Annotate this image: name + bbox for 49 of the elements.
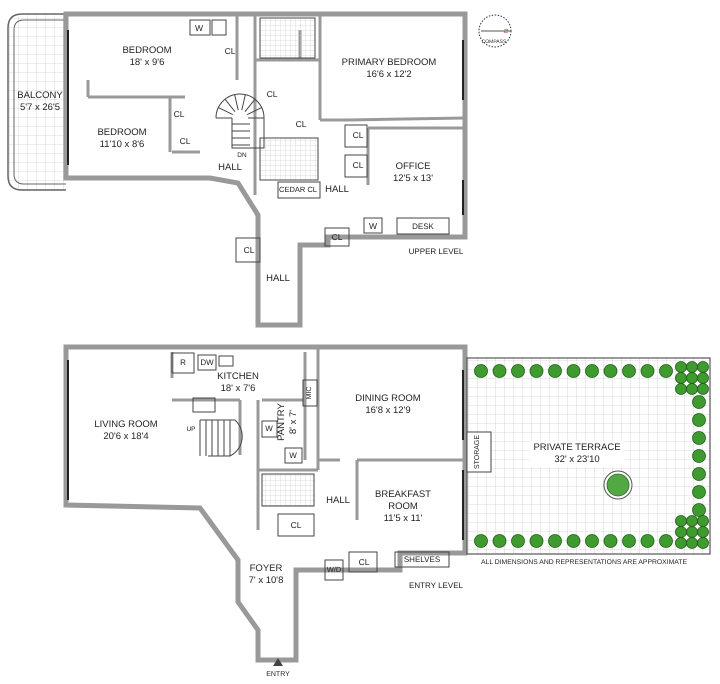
closet-label: CL	[332, 232, 342, 242]
room-dimensions: 11'10 x 8'6	[98, 139, 146, 151]
closet-label: CL	[266, 89, 278, 99]
room-dimensions: 7' x 10'8	[248, 575, 284, 587]
fixture-label: W	[265, 424, 273, 434]
closet-label: CL	[174, 109, 184, 119]
closet-label: CL	[352, 130, 364, 140]
room-name: HALL	[266, 273, 290, 285]
room-name: BALCONY	[17, 90, 63, 102]
level-title: UPPER LEVEL	[408, 247, 464, 257]
room-name: HALL	[325, 184, 349, 196]
room-name: PRIVATE TERRACE	[533, 442, 621, 454]
fixture-label: R	[180, 358, 186, 368]
room-name: BEDROOM	[122, 45, 172, 57]
fixture-label: DW	[200, 358, 214, 368]
closet-label: CL	[358, 557, 370, 567]
room-dimensions: 32' x 23'10	[553, 454, 601, 466]
fixture-label: DESK	[412, 222, 434, 232]
room-name: PRIMARY BEDROOM	[342, 57, 436, 69]
fixture-label: SHELVES	[404, 555, 440, 565]
room-dimensions: 5'7 x 26'5	[18, 102, 62, 114]
room-dimensions: 20'6 x 18'4	[102, 431, 150, 443]
closet-label: CL	[290, 520, 302, 530]
room-dimensions: 8' x 7'	[288, 408, 300, 436]
room-name: HALL	[218, 162, 242, 174]
closet-label: CL	[244, 245, 254, 255]
room-dimensions: 16'8 x 12'9	[364, 405, 412, 417]
room-name: LIVING ROOM	[94, 419, 158, 431]
room-name: PANTRY	[276, 403, 288, 441]
room-dimensions: 11'5 x 11'	[382, 513, 424, 525]
room-name: KITCHEN	[217, 371, 259, 383]
fixture-label: W	[368, 221, 378, 231]
room-name: BEDROOM	[97, 127, 147, 139]
room-name: FOYER	[248, 563, 284, 575]
level-title: ENTRY LEVEL	[409, 581, 463, 591]
room-dimensions: 18' x 7'6	[220, 383, 256, 395]
closet-label: CL	[296, 119, 306, 129]
room-name: OFFICE	[394, 161, 432, 173]
closet-label: CL	[224, 46, 236, 56]
room-name: HALL	[326, 495, 350, 507]
closet-label: CL	[180, 136, 190, 146]
closet-label: CL	[352, 160, 364, 170]
fixture-label: W	[289, 451, 297, 461]
room-name: DINING ROOM	[355, 393, 421, 405]
room-name: BREAKFAST ROOM	[374, 489, 432, 513]
room-dimensions: 12'5 x 13'	[392, 173, 434, 185]
room-dimensions: 18' x 9'6	[128, 57, 166, 69]
room-dimensions: 16'6 x 12'2	[365, 69, 413, 81]
fixture-label: W	[194, 23, 204, 33]
